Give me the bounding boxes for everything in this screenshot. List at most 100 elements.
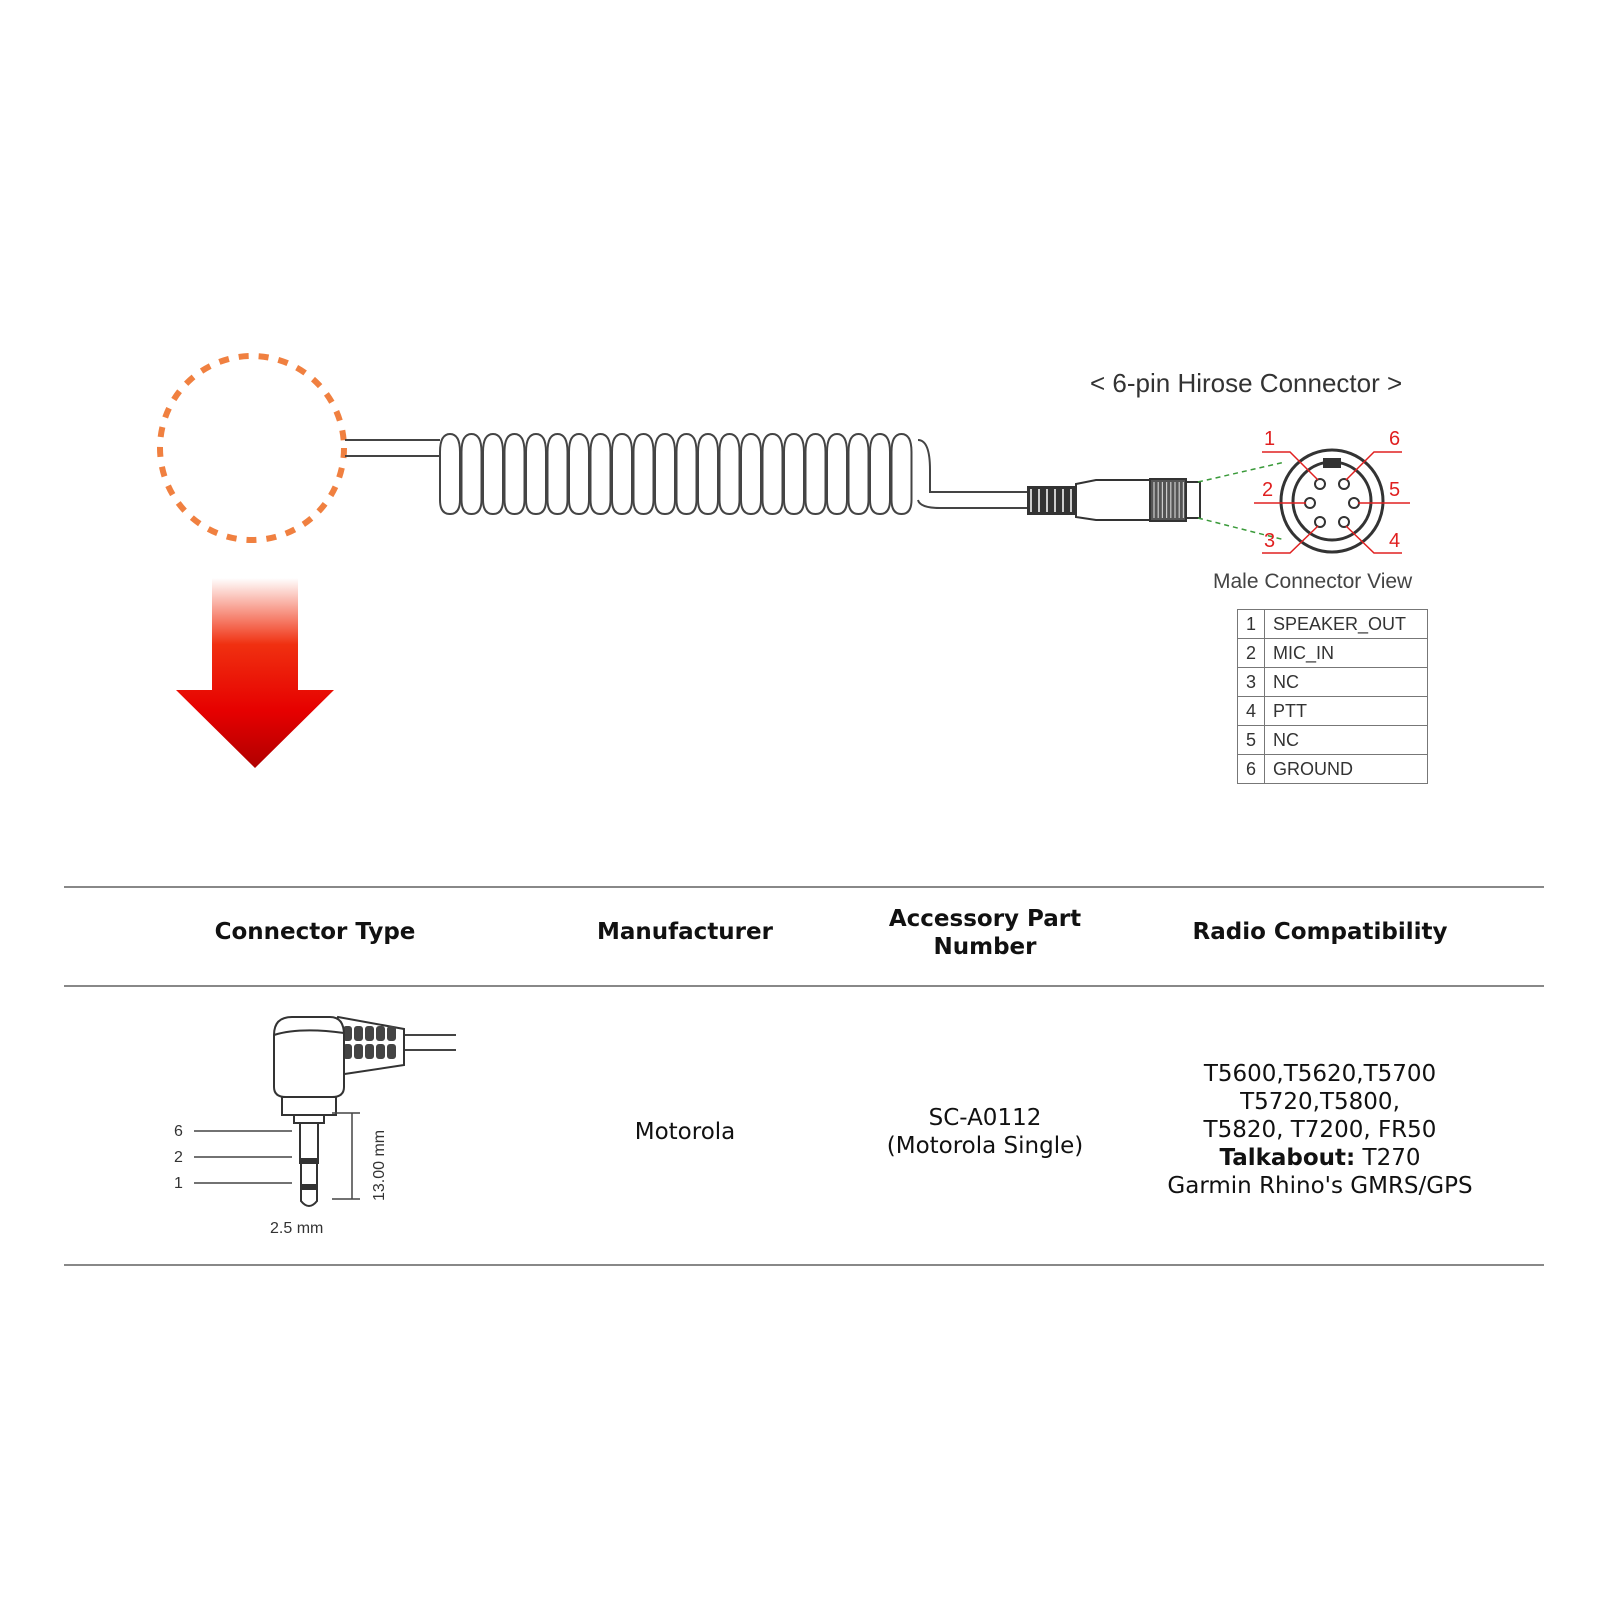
- coil-loop: [761, 432, 784, 516]
- coil-loop: [740, 432, 762, 516]
- coil-loop: [546, 432, 569, 516]
- cell-manufacturer: Motorola: [634, 1119, 736, 1145]
- down-arrow-icon: [176, 578, 334, 768]
- jack-strain-relief: [332, 1015, 405, 1077]
- cell-part-number: SC-A0112 (Motorola Single): [840, 1104, 1130, 1160]
- coil-loop: [804, 432, 827, 516]
- coil-loop: [503, 432, 526, 516]
- coil-loop: [568, 432, 590, 516]
- pin-number: 6: [1237, 754, 1265, 784]
- coil-loop: [675, 432, 698, 516]
- jack-pin-label-6: 6: [174, 1123, 183, 1140]
- coil-loop: [869, 432, 891, 516]
- jack-plug-pin: [299, 1122, 319, 1207]
- header-radio-compatibility: Radio Compatibility: [1192, 919, 1448, 945]
- coil-loop: [439, 432, 461, 516]
- coil-loop: [654, 432, 676, 516]
- coil-loop: [847, 432, 870, 516]
- grip-block: [387, 1044, 396, 1059]
- pinout-row: 4 PTT: [1237, 696, 1428, 726]
- coil-loop: [697, 432, 719, 516]
- coil-loop: [460, 432, 483, 516]
- compat-line-3: T5820, T7200, FR50: [1203, 1117, 1437, 1143]
- table-top-rule: [64, 886, 1544, 888]
- pin-label-1: 1: [1264, 428, 1275, 450]
- pin-label-3: 3: [1264, 530, 1275, 552]
- compat-talkabout-model: T270: [1355, 1145, 1421, 1171]
- grip-block: [365, 1026, 374, 1041]
- compat-talkabout-label: Talkabout:: [1219, 1145, 1356, 1171]
- pin-number: 1: [1237, 609, 1265, 639]
- jack-diameter-label: 2.5 mm: [270, 1220, 323, 1237]
- table-bottom-rule: [64, 1264, 1544, 1266]
- cable-tail: [917, 439, 1030, 509]
- coil-loop: [611, 432, 633, 516]
- pin-label-5: 5: [1389, 479, 1400, 501]
- coiled-cable: [439, 432, 913, 516]
- pin-signal: PTT: [1264, 696, 1428, 726]
- pin-signal: MIC_IN: [1264, 638, 1428, 668]
- pin-number: 4: [1237, 696, 1265, 726]
- jack-pin-label-2: 2: [174, 1149, 183, 1166]
- grip-block: [365, 1044, 374, 1059]
- pinout-row: 5 NC: [1237, 725, 1428, 755]
- coil-loop: [783, 432, 805, 516]
- jack-pin-leaders: [194, 1130, 292, 1184]
- jack-length-dimension: [332, 1112, 360, 1200]
- grip-block: [376, 1044, 385, 1059]
- header-manufacturer: Manufacturer: [597, 919, 773, 945]
- pin-label-4: 4: [1389, 530, 1400, 552]
- compat-line-2: T5720,T5800,: [1240, 1089, 1400, 1115]
- pin-number: 5: [1237, 725, 1265, 755]
- header-part-number: Accessory Part Number: [840, 905, 1130, 961]
- pin-signal: GROUND: [1264, 754, 1428, 784]
- coil-loop: [632, 432, 655, 516]
- grip-block: [354, 1044, 363, 1059]
- pinout-row: 2 MIC_IN: [1237, 638, 1428, 668]
- header-part-number-line2: Number: [933, 934, 1037, 960]
- hirose-connector-title: < 6-pin Hirose Connector >: [1090, 368, 1403, 398]
- connector-face: [1279, 448, 1385, 554]
- pin-label-2: 2: [1262, 479, 1273, 501]
- jack-body: [273, 1016, 345, 1124]
- grip-block: [376, 1026, 385, 1041]
- pin-number: 3: [1237, 667, 1265, 697]
- compat-line-1: T5600,T5620,T5700: [1203, 1061, 1437, 1087]
- grip-block: [343, 1026, 352, 1041]
- pin-number: 2: [1237, 638, 1265, 668]
- coil-loop: [718, 432, 741, 516]
- pin-signal: NC: [1264, 667, 1428, 697]
- part-number-note: (Motorola Single): [886, 1133, 1084, 1159]
- pin-signal: SPEAKER_OUT: [1264, 609, 1428, 639]
- coil-loop: [890, 432, 913, 516]
- jack-pin-label-1: 1: [174, 1175, 183, 1192]
- pin-signal: NC: [1264, 725, 1428, 755]
- header-part-number-line1: Accessory Part: [888, 906, 1082, 932]
- grip-block: [354, 1026, 363, 1041]
- part-number-value: SC-A0112: [928, 1105, 1042, 1131]
- pin-label-6: 6: [1389, 428, 1400, 450]
- compat-line-5: Garmin Rhino's GMRS/GPS: [1167, 1173, 1473, 1199]
- jack-connector-illustration: 6 2 1 13.00 mm 2.5 mm: [174, 1015, 456, 1237]
- coil-loop: [482, 432, 504, 516]
- pinout-table: 1 SPEAKER_OUT 2 MIC_IN 3 NC 4 PTT 5 NC 6…: [1237, 609, 1428, 784]
- pinout-row: 1 SPEAKER_OUT: [1237, 609, 1428, 639]
- pinout-row: 3 NC: [1237, 667, 1428, 697]
- header-connector-type: Connector Type: [214, 919, 416, 945]
- guide-lines: [1197, 461, 1286, 541]
- grip-block: [387, 1026, 396, 1041]
- pinout-row: 6 GROUND: [1237, 754, 1428, 784]
- cable-diagram: 1 6 2 5 3 4: [157, 353, 1410, 768]
- compat-line-4: Talkabout: T270: [1130, 1144, 1510, 1172]
- male-connector-view-label: Male Connector View: [1213, 570, 1413, 593]
- jack-length-label: 13.00 mm: [371, 1130, 388, 1201]
- table-header-rule: [64, 985, 1544, 987]
- jack-cable: [400, 1034, 456, 1051]
- hirose-plug: [1027, 478, 1201, 522]
- coil-loop: [826, 432, 848, 516]
- cable-lead: [345, 439, 440, 457]
- grip-block: [343, 1044, 352, 1059]
- pin-indicator-lines: [1254, 451, 1410, 554]
- coil-loop: [525, 432, 547, 516]
- coil-loop: [589, 432, 612, 516]
